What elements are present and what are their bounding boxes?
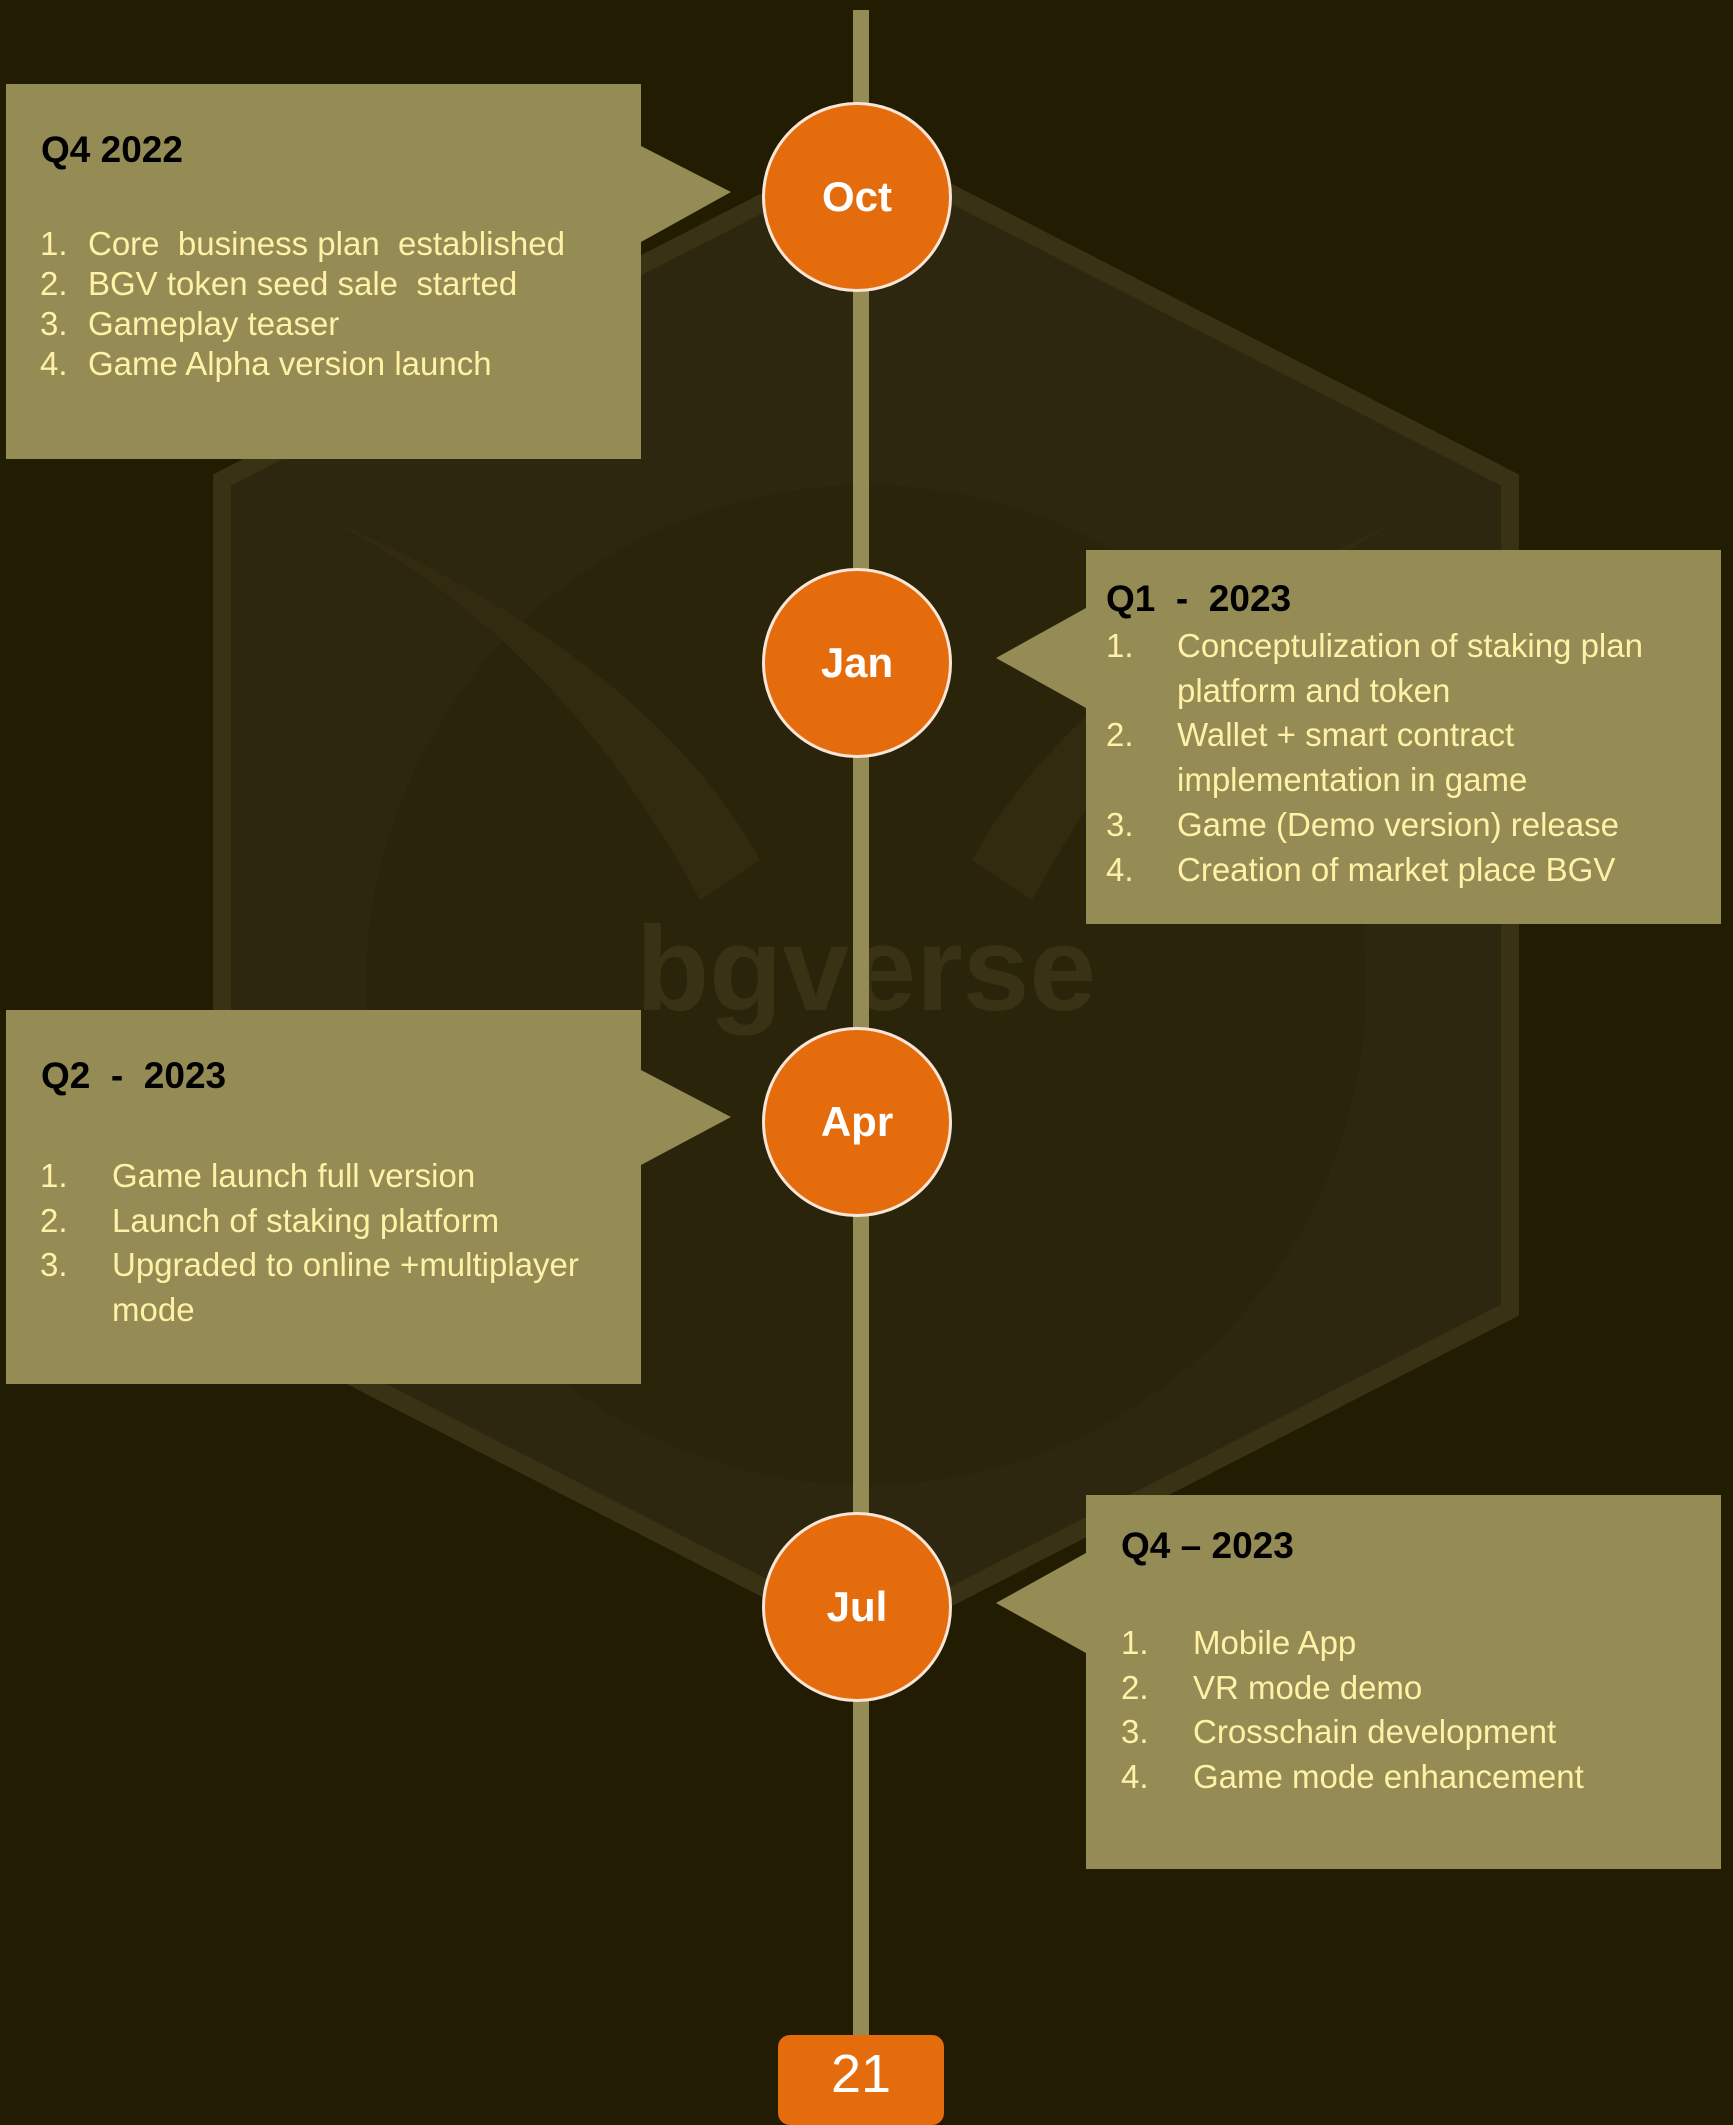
callout-pointer (996, 608, 1086, 708)
milestone-card-q4-2022: Q4 2022 1.Core business plan established… (6, 84, 731, 459)
month-circle-apr: Apr (762, 1027, 952, 1217)
list-item: 1.Conceptulization of staking plan platf… (1106, 627, 1653, 709)
page-number: 21 (778, 2035, 944, 2125)
list-item: 1.Mobile App (1121, 1624, 1357, 1661)
month-label: Apr (820, 1098, 894, 1145)
milestone-card-q1-2023: Q1 - 2023 1.Conceptulization of staking … (996, 550, 1721, 924)
list-item: 2.BGV token seed sale started (40, 265, 518, 302)
list-item: 2.VR mode demo (1121, 1668, 1423, 1706)
milestone-list: 1.Game launch full version 2.Launch of s… (40, 1154, 630, 1333)
month-circle-jul: Jul (762, 1512, 952, 1702)
month-circle-oct: Oct (762, 102, 952, 292)
list-item: 1.Game launch full version (40, 1157, 476, 1194)
month-circle-jan: Jan (762, 568, 952, 758)
month-label: Jan (820, 639, 894, 686)
callout-pointer (641, 146, 731, 242)
list-item: 4.Game Alpha version launch (40, 345, 492, 382)
milestone-list: 1.Mobile App 2.VR mode demo 3.Crosschain… (1121, 1621, 1711, 1800)
list-item: 3.Game (Demo version) release (1106, 805, 1619, 843)
list-item: 1.Core business plan established (40, 225, 565, 262)
list-item: 3.Gameplay teaser (40, 305, 340, 342)
list-item: 3.Crosschain development (1121, 1713, 1557, 1751)
callout-pointer (996, 1553, 1086, 1653)
timeline-line (853, 10, 869, 2040)
callout-pointer (641, 1070, 731, 1165)
list-item: 2.Launch of staking platform (40, 1201, 500, 1239)
list-item: 4.Game mode enhancement (1121, 1758, 1584, 1796)
milestone-title: Q1 - 2023 (1106, 578, 1292, 619)
milestone-title: Q4 – 2023 (1121, 1525, 1294, 1566)
list-item: 4.Creation of market place BGV (1106, 850, 1616, 888)
list-item: 3.Upgraded to online +multiplayer mode (40, 1246, 589, 1329)
milestone-list: 1.Core business plan established 2.BGV t… (40, 224, 630, 384)
milestone-card-q2-2023: Q2 - 2023 1.Game launch full version 2.L… (6, 1010, 731, 1384)
milestone-title: Q2 - 2023 (41, 1055, 227, 1096)
month-label: Jul (826, 1583, 888, 1630)
list-item: 2.Wallet + smart contract implementation… (1106, 716, 1528, 799)
milestone-list: 1.Conceptulization of staking plan platf… (1106, 624, 1706, 892)
month-label: Oct (821, 173, 892, 220)
milestone-title: Q4 2022 (41, 129, 183, 170)
milestone-card-q4-2023: Q4 – 2023 1.Mobile App 2.VR mode demo 3.… (996, 1495, 1721, 1869)
